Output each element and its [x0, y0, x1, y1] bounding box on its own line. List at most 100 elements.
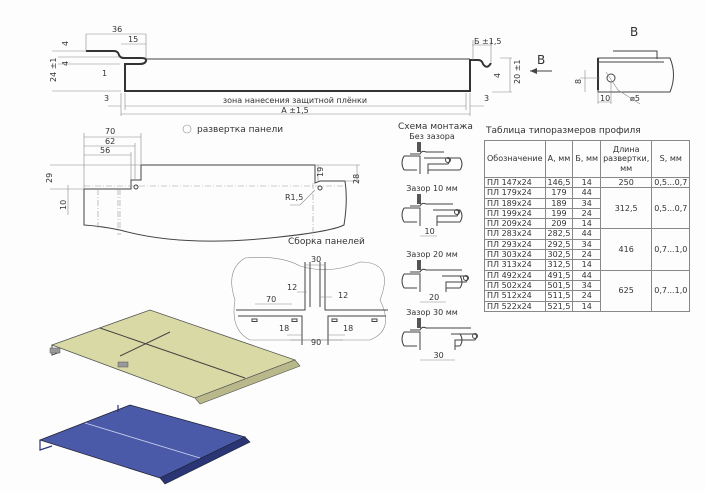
dim-15: 15 [128, 35, 138, 44]
table-cell-s: 0,5...0,7 [651, 187, 691, 230]
dim-36: 36 [112, 25, 122, 34]
table-cell: 34 [572, 238, 602, 251]
assembly-title: Сборка панелей [288, 237, 365, 247]
table-cell: 189 [544, 197, 574, 209]
table-cell: 209 [544, 218, 574, 230]
table-title: Таблица типоразмеров профиля [486, 126, 641, 136]
unfold-view: развертка панели 70 62 56 29 10 19 28 R1… [45, 124, 361, 242]
dim-70-assembly: 70 [266, 295, 276, 304]
yellow-panels-3d [49, 309, 301, 405]
table-cell: 501,5 [544, 279, 574, 292]
table-cell: ПЛ 492х24 [484, 269, 546, 281]
table-cell: 34 [572, 197, 602, 209]
dim-62: 62 [105, 137, 115, 146]
table-cell: ПЛ 522х24 [484, 300, 546, 312]
table-cell: 146,5 [544, 176, 574, 189]
dim-70: 70 [105, 127, 115, 136]
table-cell: ПЛ 512х24 [484, 290, 546, 302]
dim-19: 19 [316, 167, 325, 177]
table-cell: 312,5 [544, 259, 574, 271]
dim-30: 30 [311, 255, 321, 264]
table-cell: ПЛ 189х24 [484, 197, 546, 209]
table-cell: ПЛ 502х24 [484, 279, 546, 292]
dim-28: 28 [352, 174, 361, 184]
table-cell-s: 0,7...1,0 [651, 269, 691, 312]
table-cell: ПЛ 147х24 [484, 176, 546, 189]
table-cell: 44 [572, 228, 602, 240]
table-cell: ПЛ 303х24 [484, 249, 546, 261]
dim-18b: 18 [343, 324, 353, 333]
table-header-cell: S, мм [651, 140, 691, 178]
dim-24: 24 ±1 [49, 57, 58, 82]
table-cell: 34 [572, 279, 602, 292]
dim-4b: 4 [61, 61, 70, 66]
table-cell: ПЛ 283х24 [484, 228, 546, 240]
dim-56: 56 [100, 146, 110, 155]
dim-12a: 12 [287, 283, 297, 292]
table-cell-s: 0,7...1,0 [651, 228, 691, 271]
radius-label: R1,5 [285, 193, 303, 202]
table-cell: 14 [572, 176, 602, 189]
table-cell: 292,5 [544, 238, 574, 251]
mounting-scheme: Без зазора [401, 132, 463, 174]
table-cell: 282,5 [544, 228, 574, 240]
table-cell: ПЛ 199х24 [484, 207, 546, 220]
dim-10: 10 [59, 200, 68, 210]
table-header-cell: А, мм [544, 140, 574, 178]
table-cell: 491,5 [544, 269, 574, 281]
dim-b: Б ±1,5 [474, 37, 501, 46]
table-cell: 511,5 [544, 290, 574, 302]
dim-18a: 18 [279, 324, 289, 333]
table-cell: 14 [572, 259, 602, 271]
mounting-scheme-label: Зазор 10 мм [406, 184, 458, 193]
dim-10: 10 [600, 94, 610, 103]
dim-4a: 4 [61, 41, 70, 46]
table-cell: ПЛ 179х24 [484, 187, 546, 199]
blue-panels-3d [38, 404, 251, 485]
table-cell: 521,5 [544, 300, 574, 312]
dim-3-right: 3 [484, 94, 489, 103]
dim-1: 1 [102, 69, 107, 78]
table-cell-s: 0,5...0,7 [651, 176, 691, 189]
table-cell: ПЛ 293х24 [484, 238, 546, 251]
detail-title: В [630, 25, 638, 39]
film-zone-label: зона нанесения защитной плёнки [223, 96, 367, 105]
table-cell: 199 [544, 207, 574, 220]
assembly-view: Сборка панелей 30 12 12 70 18 18 90 [231, 237, 388, 347]
dim-20: 20 ±1 [513, 59, 522, 84]
table-cell: 302,5 [544, 249, 574, 261]
unfold-title: развертка панели [197, 125, 283, 135]
table-cell-length: 250 [600, 176, 653, 189]
table-cell: 24 [572, 249, 602, 261]
gap-dimension: 30 [434, 351, 444, 360]
view-label: В [537, 53, 545, 67]
dim-3-left: 3 [104, 94, 109, 103]
mounting-scheme-label: Зазор 20 мм [406, 250, 458, 259]
dim-12b: 12 [338, 291, 348, 300]
mounting-title: Схема монтажа [398, 122, 473, 132]
table-cell-length: 416 [600, 228, 653, 271]
table-cell: 24 [572, 290, 602, 302]
dim-a: A ±1,5 [281, 106, 308, 115]
dim-29: 29 [45, 173, 54, 183]
table-header-cell: Б, мм [572, 140, 602, 178]
detail-b: В 8 10 ⌀5 [574, 25, 674, 105]
table-cell-length: 312,5 [600, 187, 653, 230]
table-cell: 14 [572, 300, 602, 312]
magnifier-icon [182, 124, 192, 134]
table-cell: ПЛ 313х24 [484, 259, 546, 271]
